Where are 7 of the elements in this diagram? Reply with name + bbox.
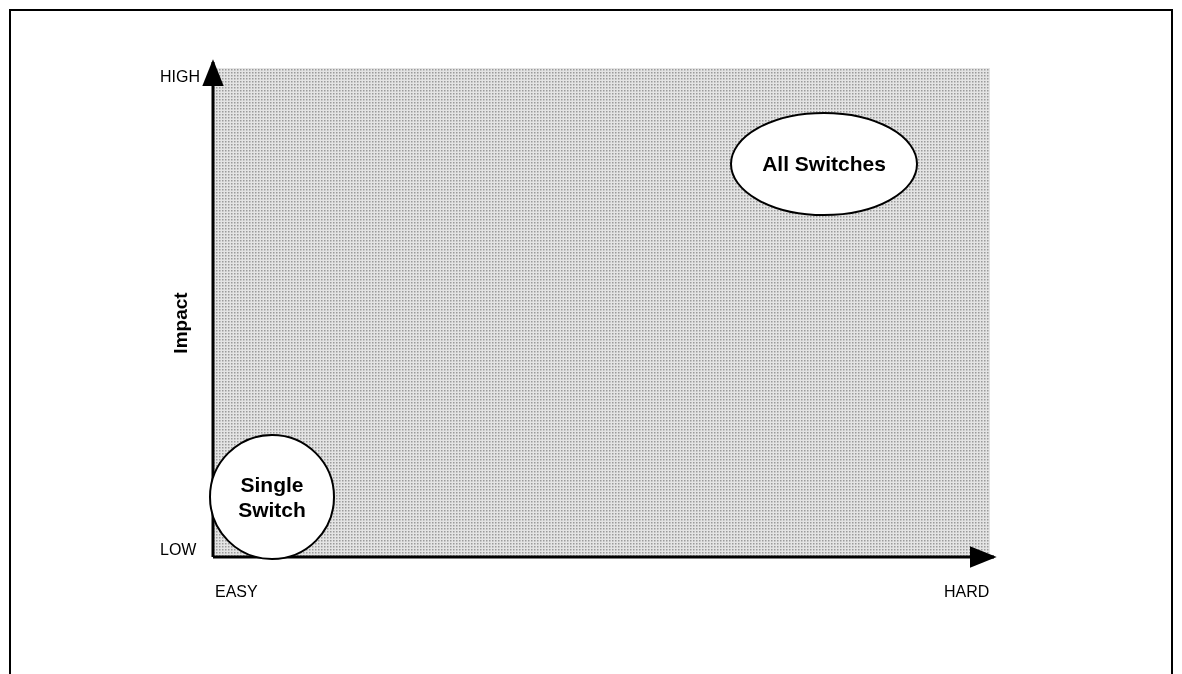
axis-label: EASY	[215, 583, 258, 601]
axis-label: HIGH	[160, 68, 200, 86]
axis-label: HARD	[944, 583, 990, 601]
axis-title: Impact	[169, 292, 192, 354]
axis-label: LOW	[160, 541, 197, 559]
node-label: Single Switch	[237, 471, 307, 523]
node-label: All Switches	[761, 151, 887, 177]
